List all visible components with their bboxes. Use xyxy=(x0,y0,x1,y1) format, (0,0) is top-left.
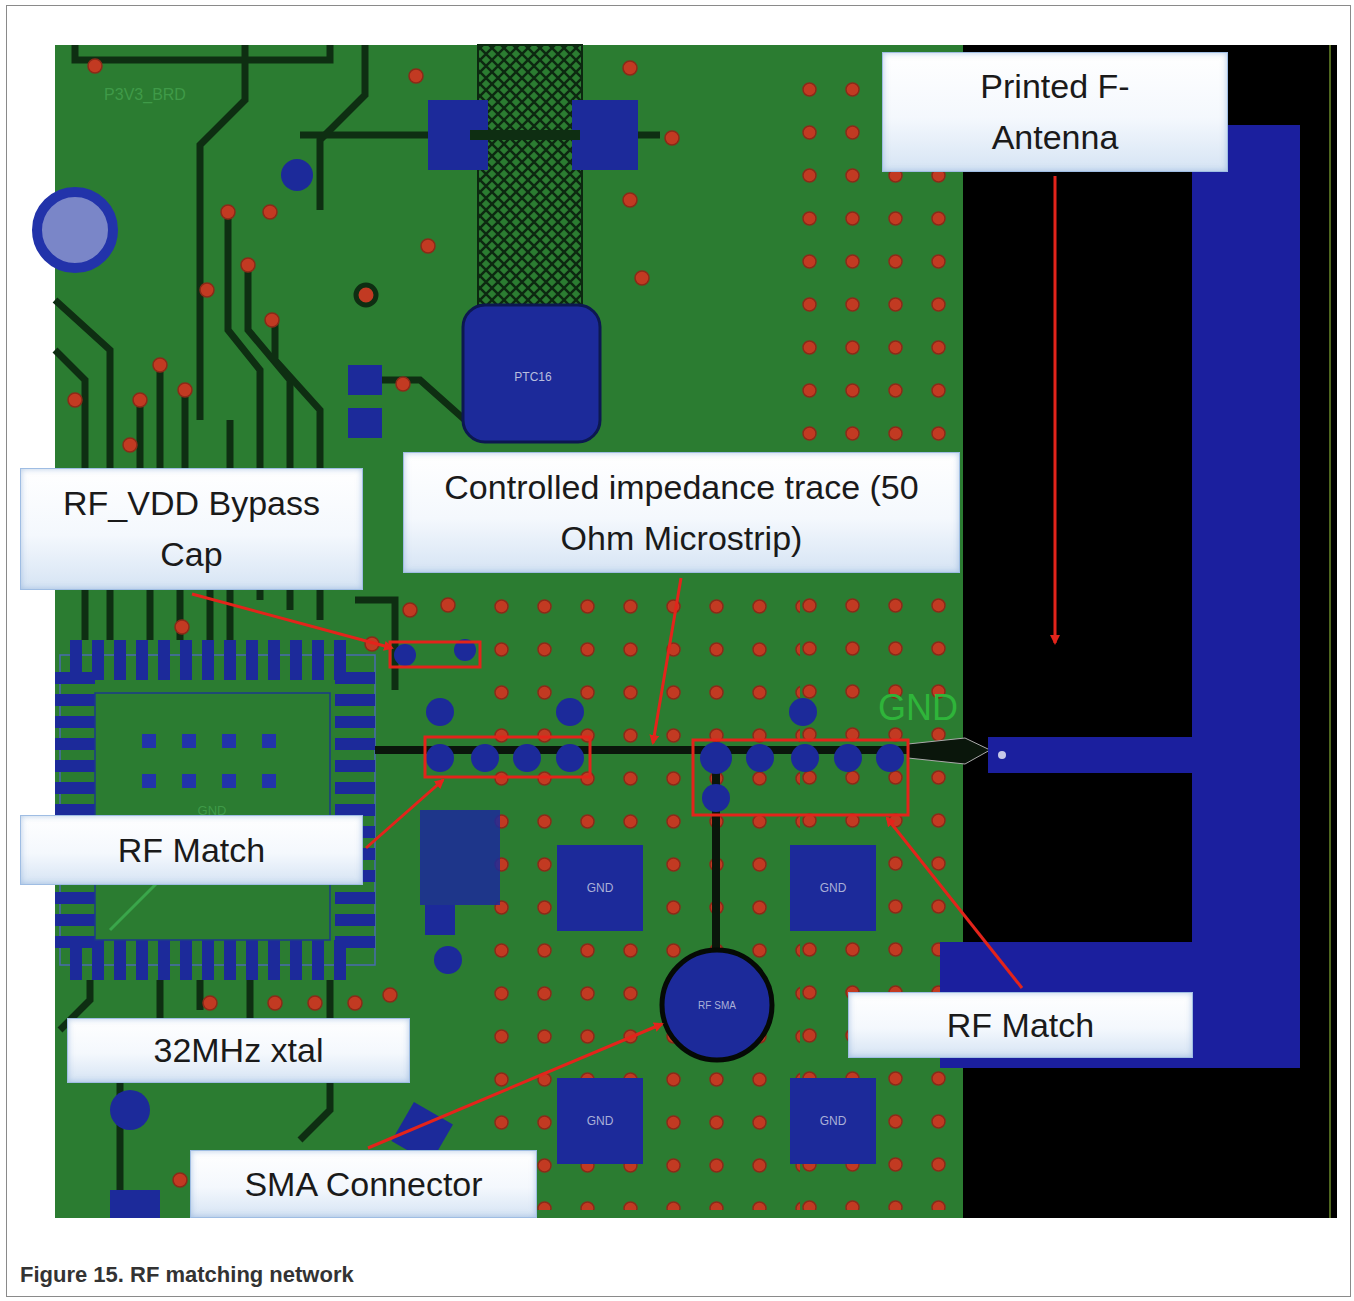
pin1-mark xyxy=(110,880,160,930)
silkscreen-label: GND xyxy=(198,803,227,818)
callout-text: Controlled impedance trace (50 Ohm Micro… xyxy=(422,462,942,564)
silkscreen-label: GND xyxy=(878,687,958,729)
pcb-ground xyxy=(55,45,963,1218)
silkscreen-label: RF SMA xyxy=(698,1000,736,1011)
pad xyxy=(110,1190,160,1218)
figure-frame xyxy=(7,6,1351,1297)
chip-pins xyxy=(55,668,95,948)
silkscreen-label: P3V3_BRD xyxy=(104,86,186,104)
figure-caption: Figure 15. RF matching network xyxy=(20,1262,354,1288)
mounting-pad xyxy=(37,192,113,268)
match-pads xyxy=(394,639,904,974)
callout-box: Printed F-Antenna xyxy=(882,52,1228,172)
callout-text: Printed F-Antenna xyxy=(935,61,1175,163)
antenna-taper xyxy=(908,738,990,764)
callout-box: 32MHz xtal xyxy=(67,1018,410,1083)
smd-pad xyxy=(348,408,382,438)
feed-point xyxy=(998,751,1006,759)
callout-text: SMA Connector xyxy=(244,1159,482,1210)
callout-text: RF Match xyxy=(947,1000,1094,1051)
ptc-pad xyxy=(463,305,600,442)
callout-text: RF Match xyxy=(118,825,265,876)
chip-pins xyxy=(66,940,356,980)
pad xyxy=(281,159,313,191)
callout-text: 32MHz xtal xyxy=(153,1025,323,1076)
smd-pad xyxy=(572,100,638,170)
silkscreen-label: PTC16 xyxy=(514,370,551,384)
sma-pad xyxy=(662,950,772,1060)
callout-box: RF Match xyxy=(20,815,363,885)
trace xyxy=(470,130,580,140)
microstrip xyxy=(375,746,912,754)
chip-pins xyxy=(66,640,356,680)
antenna-arm xyxy=(1192,125,1300,1068)
silkscreen-label: GND xyxy=(820,1114,847,1128)
via xyxy=(356,285,376,305)
gnd-pad xyxy=(790,845,876,931)
via-field xyxy=(480,590,800,1210)
hatched-trace xyxy=(478,45,582,305)
smd-pad xyxy=(348,365,382,395)
vias xyxy=(68,59,679,1187)
signal-traces xyxy=(55,45,660,1218)
gnd-pad xyxy=(557,845,643,931)
gnd-pad xyxy=(790,1078,876,1164)
pad xyxy=(110,1090,150,1130)
board-edge xyxy=(1329,45,1331,1218)
callout-box: Controlled impedance trace (50 Ohm Micro… xyxy=(403,452,960,573)
smd-pad xyxy=(425,905,455,935)
callout-box: RF Match xyxy=(848,992,1193,1058)
highlight-box xyxy=(390,642,908,815)
callout-text: RF_VDD Bypass Cap xyxy=(42,478,342,580)
callout-box: SMA Connector xyxy=(190,1150,537,1218)
callout-box: RF_VDD Bypass Cap xyxy=(20,468,363,590)
smd-pad xyxy=(420,810,500,905)
gnd-pad xyxy=(557,1078,643,1164)
antenna-feed xyxy=(988,737,1265,773)
chip-outline xyxy=(60,655,375,965)
thermal-vias xyxy=(130,722,290,802)
silkscreen-label: GND xyxy=(820,881,847,895)
silkscreen-label: GND xyxy=(587,1114,614,1128)
silkscreen-label: GND xyxy=(587,881,614,895)
chip-pins xyxy=(335,668,375,948)
